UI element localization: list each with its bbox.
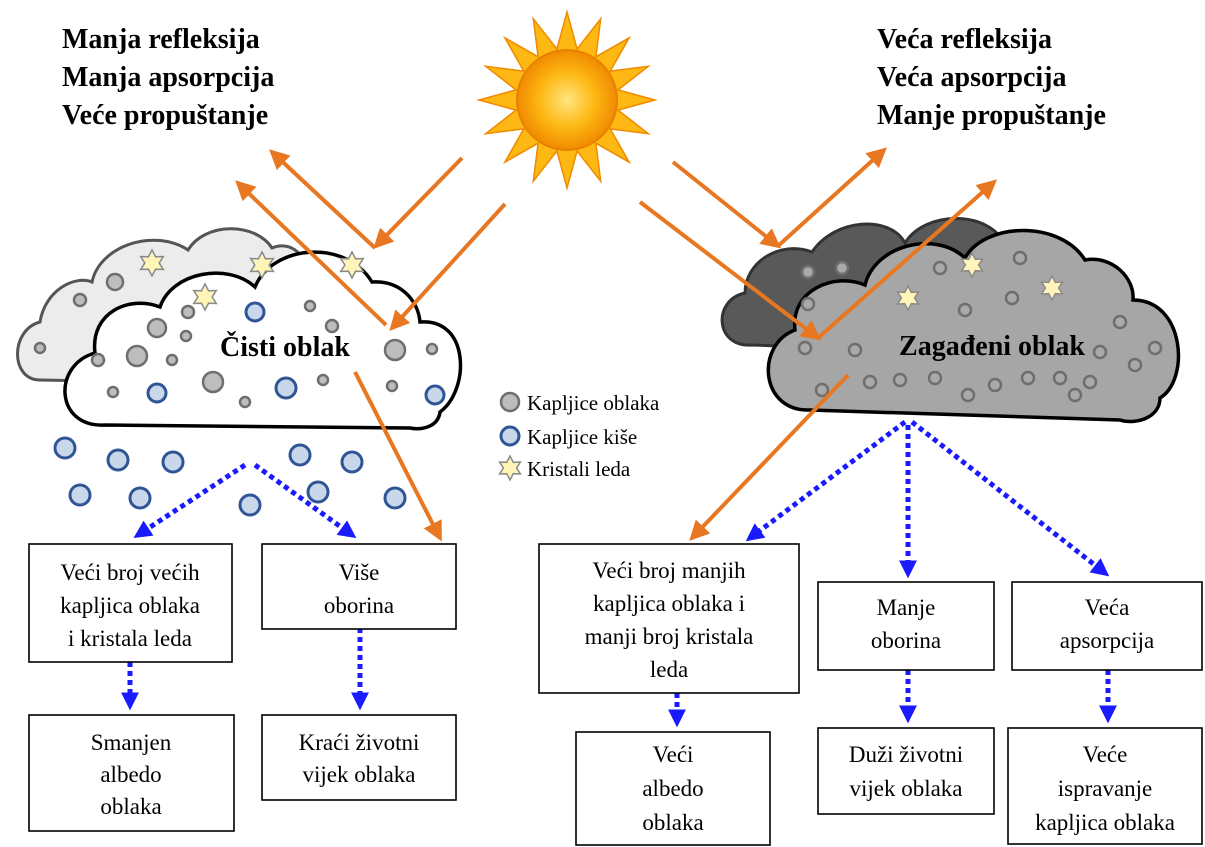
- svg-text:kapljica oblaka: kapljica oblaka: [60, 593, 200, 618]
- legend-ice-crystals-label: Kristali leda: [527, 457, 631, 481]
- svg-text:Veći: Veći: [653, 742, 694, 767]
- svg-text:kapljica oblaka: kapljica oblaka: [1035, 810, 1175, 835]
- polluted-cloud-droplets: [797, 250, 1163, 403]
- box-more-precipitation: Više oborina: [261, 543, 457, 630]
- polluted-cloud-label: Zagađeni oblak: [899, 331, 1085, 362]
- svg-text:Više: Više: [339, 560, 380, 585]
- svg-text:apsorpcija: apsorpcija: [1060, 628, 1155, 653]
- box-greater-absorption: Veća apsorpcija: [1011, 581, 1203, 671]
- box-less-precipitation: Manje oborina: [817, 581, 995, 671]
- svg-text:Kraći životni: Kraći životni: [299, 730, 420, 755]
- box-reduced-albedo: Smanjen albedo oblaka: [28, 714, 235, 832]
- left-heading-line-1: Manja refleksija: [62, 24, 260, 55]
- clean-cloud-ice-crystals: [139, 248, 365, 312]
- legend-cloud-droplets-label: Kapljice oblaka: [527, 391, 660, 415]
- polluted-cloud: Zagađeni oblak: [720, 217, 1181, 424]
- box-droplet-evaporation: Veće ispravanje kapljica oblaka: [1007, 727, 1203, 845]
- svg-text:Veći broj manjih: Veći broj manjih: [592, 558, 746, 583]
- box-greater-albedo: Veći albedo oblaka: [575, 731, 771, 846]
- svg-text:Smanjen: Smanjen: [91, 730, 172, 755]
- svg-text:kapljica oblaka i: kapljica oblaka i: [593, 591, 745, 616]
- svg-text:Veće: Veće: [1083, 742, 1128, 767]
- svg-text:vijek oblaka: vijek oblaka: [302, 762, 415, 787]
- svg-text:Veća: Veća: [1085, 595, 1130, 620]
- box-larger-droplets: Veći broj većih kapljica oblaka i krista…: [28, 543, 233, 663]
- right-heading-line-3: Manje propuštanje: [877, 100, 1106, 131]
- radiation-arrows: [235, 147, 997, 542]
- svg-text:i kristala leda: i kristala leda: [68, 626, 192, 651]
- polluted-cloud-front: [766, 228, 1181, 424]
- box-smaller-droplets: Veći broj manjih kapljica oblaka i manji…: [538, 543, 800, 694]
- svg-text:oblaka: oblaka: [100, 794, 161, 819]
- svg-text:albedo: albedo: [100, 762, 161, 787]
- box-shorter-lifetime: Kraći životni vijek oblaka: [261, 714, 457, 801]
- svg-text:leda: leda: [650, 657, 688, 682]
- svg-text:Duži životni: Duži životni: [849, 742, 963, 767]
- svg-text:albedo: albedo: [642, 776, 703, 801]
- legend-ice-crystal-icon: [498, 454, 522, 482]
- left-heading-line-3: Veće propuštanje: [62, 100, 268, 131]
- right-heading-line-2: Veća apsorpcija: [877, 62, 1067, 93]
- rain-droplets: [53, 436, 407, 517]
- svg-text:Veći broj većih: Veći broj većih: [60, 560, 200, 585]
- box-longer-lifetime: Duži životni vijek oblaka: [817, 727, 995, 815]
- left-heading-line-2: Manja apsorpcija: [62, 62, 274, 93]
- clean-cloud-label: Čisti oblak: [220, 332, 350, 363]
- svg-text:Manje: Manje: [877, 595, 936, 620]
- svg-text:oborina: oborina: [871, 628, 941, 653]
- legend-rain-droplets-label: Kapljice kiše: [527, 425, 637, 449]
- svg-text:oborina: oborina: [324, 593, 394, 618]
- polluted-cloud-ice-crystals: [896, 251, 1064, 312]
- right-heading-line-1: Veća refleksija: [877, 24, 1052, 55]
- legend-cloud-droplet-icon: [499, 391, 521, 413]
- legend: Kapljice oblaka Kapljice kiše Kristali l…: [498, 391, 660, 482]
- svg-text:ispravanje: ispravanje: [1058, 776, 1153, 801]
- svg-text:oblaka: oblaka: [642, 810, 703, 835]
- sun-icon: [476, 9, 658, 191]
- svg-text:manji broj kristala: manji broj kristala: [585, 624, 754, 649]
- process-arrows: [121, 419, 1117, 728]
- clean-cloud-droplets: [33, 272, 446, 409]
- legend-rain-droplet-icon: [499, 425, 521, 447]
- svg-text:vijek oblaka: vijek oblaka: [849, 776, 962, 801]
